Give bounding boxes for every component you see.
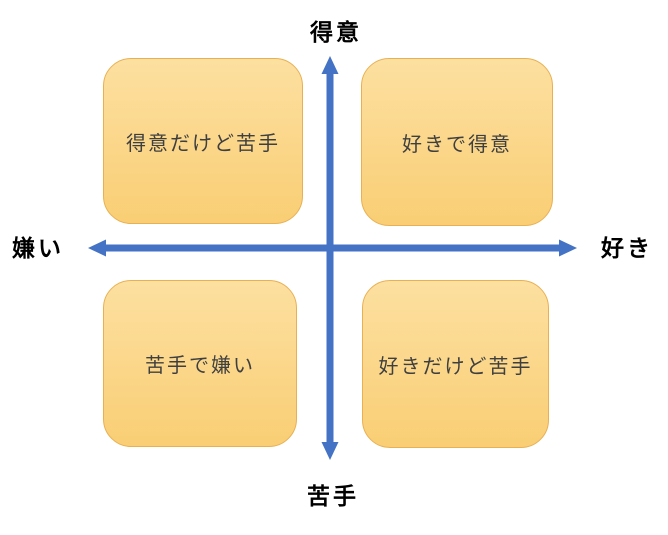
quadrant-bottom-left-label: 苦手で嫌い (145, 355, 255, 377)
down-arrowhead-icon (321, 442, 339, 460)
quadrant-bottom-right: 好きだけど苦手 (362, 280, 549, 448)
axis-label-left: 嫌い (12, 235, 64, 261)
vertical-axis-arrow (321, 56, 339, 460)
quadrant-bottom-left: 苦手で嫌い (103, 280, 297, 447)
axis-label-bottom: 苦手 (307, 483, 359, 509)
quadrant-top-right-label: 好きで得意 (402, 133, 512, 156)
quadrant-bottom-right-label: 好きだけど苦手 (378, 355, 533, 378)
right-arrowhead-icon (559, 239, 577, 257)
horizontal-axis-arrow (88, 239, 577, 257)
up-arrowhead-icon (321, 56, 339, 74)
quadrant-top-right: 好きで得意 (361, 58, 553, 226)
left-arrowhead-icon (88, 239, 106, 257)
quadrant-top-left-label: 得意だけど苦手 (126, 132, 280, 155)
axis-label-right: 好き (601, 235, 653, 261)
quadrant-top-left: 得意だけど苦手 (103, 58, 303, 224)
axis-label-top: 得意 (310, 19, 362, 45)
